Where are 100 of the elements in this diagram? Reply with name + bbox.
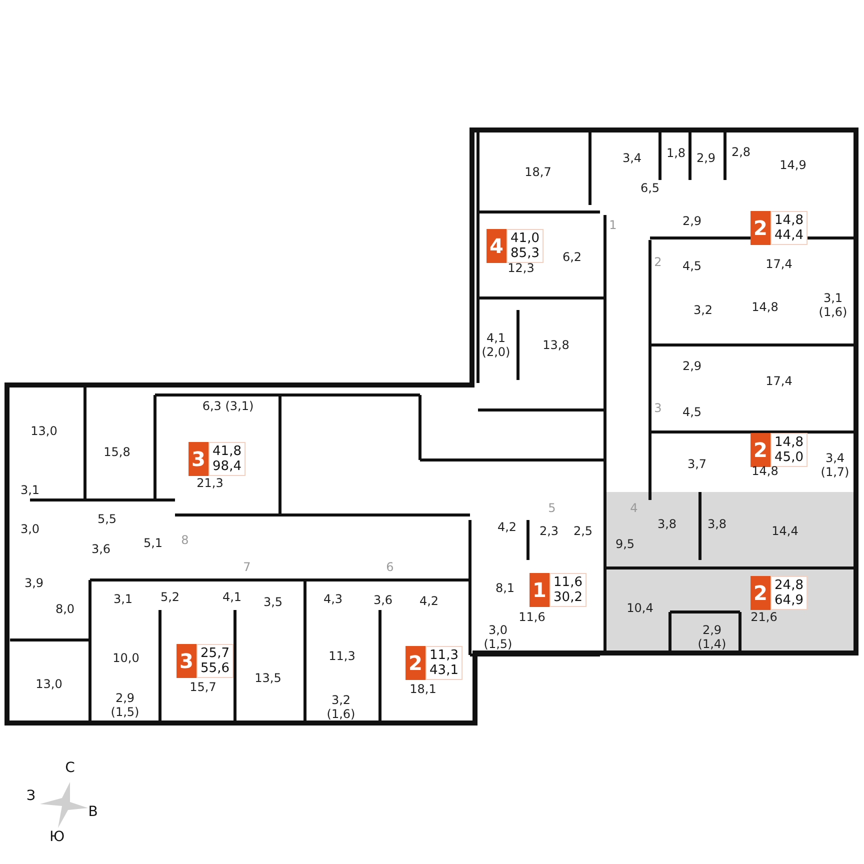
apartment-rooms-number: 1 <box>530 573 550 607</box>
room-area: 14,9 <box>780 158 806 172</box>
entrance-number: 1 <box>609 218 617 232</box>
room-area: 13,0 <box>36 677 62 691</box>
room-area: 21,6 <box>750 610 778 624</box>
compass-letter: С <box>65 761 75 775</box>
apartment-rooms-number: 2 <box>406 646 426 680</box>
room-area: 3,8 <box>707 517 727 531</box>
room-area: 4,5 <box>682 259 702 273</box>
total-area: 44,4 <box>774 228 804 243</box>
room-area: 4,1 <box>222 590 242 604</box>
room-area: 4,1 (2,0) <box>479 331 513 359</box>
room-area: 2,9 (1,4) <box>695 623 729 651</box>
room-area: 3,2 <box>693 303 713 317</box>
room-area: 3,6 <box>373 593 393 607</box>
room-area: 4,5 <box>682 405 702 419</box>
compass-letter: В <box>88 805 98 819</box>
apartment-rooms-number: 3 <box>176 644 197 678</box>
room-area: 11,3 <box>328 649 356 663</box>
room-area: 6,2 <box>562 250 582 264</box>
room-area: 2,3 <box>539 524 559 538</box>
living-area: 11,6 <box>554 575 582 590</box>
compass-letter: Ю <box>49 830 65 844</box>
living-area: 41,8 <box>212 444 242 459</box>
entrance-number: 2 <box>654 255 662 269</box>
entrance-number: 7 <box>243 560 251 574</box>
living-area: 11,3 <box>430 648 458 663</box>
total-area: 43,1 <box>430 663 458 678</box>
room-area: 13,8 <box>542 338 570 352</box>
room-area: 2,9 (1,5) <box>108 691 142 719</box>
room-area: 3,2 (1,6) <box>324 693 358 721</box>
room-area: 3,4 (1,7) <box>818 451 852 479</box>
room-area: 6,3 (3,1) <box>202 399 254 413</box>
room-area: 5,1 <box>143 536 163 550</box>
room-area: 18,1 <box>410 682 436 696</box>
room-area: 4,3 <box>323 592 343 606</box>
room-area: 5,2 <box>160 590 180 604</box>
room-area: 4,2 <box>419 594 439 608</box>
room-area: 3,5 <box>263 595 283 609</box>
room-area: 1,8 <box>666 146 686 160</box>
room-area: 15,8 <box>104 445 130 459</box>
room-area: 13,0 <box>30 424 58 438</box>
total-area: 55,6 <box>200 661 230 676</box>
room-area: 11,6 <box>518 610 546 624</box>
apartment-rooms-number: 4 <box>486 229 507 263</box>
apartment-rooms-number: 2 <box>750 576 771 610</box>
total-area: 64,9 <box>774 593 804 608</box>
living-area: 41,0 <box>510 231 540 246</box>
apartment-badge <box>530 573 586 607</box>
living-area: 25,7 <box>200 646 230 661</box>
room-area: 3,1 (1,6) <box>816 291 850 319</box>
apartment-badge <box>176 644 234 678</box>
room-area: 14,4 <box>772 524 798 538</box>
room-area: 17,4 <box>766 257 792 271</box>
entrance-number: 6 <box>386 560 394 574</box>
room-area: 3,8 <box>657 517 677 531</box>
room-area: 10,4 <box>626 601 654 615</box>
room-area: 10,0 <box>112 651 140 665</box>
entrance-number: 8 <box>181 533 189 547</box>
room-area: 3,4 <box>622 151 642 165</box>
room-area: 12,3 <box>508 261 534 275</box>
apartment-badge <box>406 646 462 680</box>
total-area: 85,3 <box>510 246 540 261</box>
room-area: 3,0 (1,5) <box>481 623 515 651</box>
room-area: 2,8 <box>731 145 751 159</box>
room-area: 2,5 <box>573 524 593 538</box>
apartment-rooms-number: 2 <box>750 211 771 245</box>
room-area: 2,9 <box>682 359 702 373</box>
room-area: 3,1 <box>113 592 133 606</box>
room-area: 14,8 <box>752 300 778 314</box>
apartment-rooms-number: 2 <box>750 433 771 467</box>
room-area: 14,8 <box>752 464 778 478</box>
room-area: 2,9 <box>696 151 716 165</box>
living-area: 14,8 <box>774 435 804 450</box>
room-area: 3,9 <box>24 576 44 590</box>
apartment-rooms-number: 3 <box>188 442 209 476</box>
compass-letter: З <box>26 789 36 803</box>
entrance-number: 3 <box>654 401 662 415</box>
room-area: 4,2 <box>497 520 517 534</box>
entrance-number: 4 <box>630 501 638 515</box>
apartment-badge <box>750 211 808 245</box>
room-area: 17,4 <box>766 374 792 388</box>
room-area: 9,5 <box>615 537 635 551</box>
room-area: 5,5 <box>97 512 117 526</box>
apartment-badge <box>188 442 246 476</box>
room-area: 2,9 <box>682 214 702 228</box>
room-area: 18,7 <box>524 165 552 179</box>
room-area: 13,5 <box>254 671 282 685</box>
apartment-badge <box>750 433 808 467</box>
apartment-badge <box>486 229 544 263</box>
living-area: 24,8 <box>774 578 804 593</box>
entrance-number: 5 <box>548 501 556 515</box>
living-area: 14,8 <box>774 213 804 228</box>
room-area: 3,1 <box>20 483 40 497</box>
room-area: 3,6 <box>91 542 111 556</box>
total-area: 30,2 <box>554 590 582 605</box>
room-area: 6,5 <box>640 181 660 195</box>
room-area: 15,7 <box>190 680 216 694</box>
room-area: 8,0 <box>55 602 75 616</box>
room-area: 3,0 <box>20 522 40 536</box>
